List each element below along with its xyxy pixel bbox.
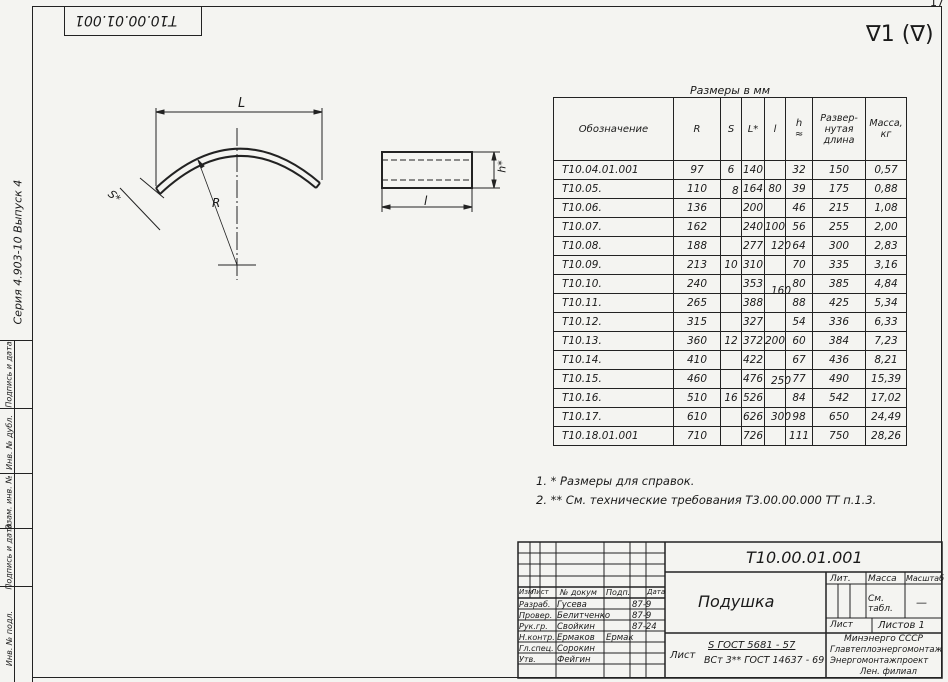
title-name: Подушка xyxy=(698,592,775,611)
dim-L: L xyxy=(238,96,246,111)
table-caption: Размеры в мм xyxy=(690,84,771,97)
tb-header-sign: Подп. xyxy=(606,588,631,597)
title-block-person-field: 87-9 xyxy=(632,611,652,621)
title-block-person-field: 87-9 xyxy=(632,600,652,610)
note-2: 2. ** См. технические требования Т3.00.0… xyxy=(536,493,877,507)
title-block-person-field: Белитченко xyxy=(557,611,611,621)
title-block-person-field: Рук.гр. xyxy=(519,622,548,631)
material-prefix: Лист xyxy=(670,650,696,661)
org-2: Главтеплоэнергомонтаж xyxy=(830,645,943,655)
title-block-person-field: Утв. xyxy=(519,655,536,664)
merged-s-8: 8 xyxy=(732,185,739,197)
side-stamp-columns: Подпись и дата Инв. № дубл. Взам. инв. №… xyxy=(0,340,33,682)
merged-l-120: 120 xyxy=(771,240,792,252)
title-block-person-field: Ермаков xyxy=(557,633,595,643)
material-top: S ГОСТ 5681 - 57 xyxy=(708,640,796,651)
scale-label: Масштаб xyxy=(906,574,945,583)
merged-l-160: 160 xyxy=(771,285,792,297)
dim-R: R xyxy=(212,196,221,210)
page-number: 17 xyxy=(930,0,944,9)
tb-header-doc: № докум xyxy=(560,588,597,597)
note-1: 1. * Размеры для справок. xyxy=(536,474,695,488)
mass-label: Масса xyxy=(868,574,897,584)
tb-header-list: Лист xyxy=(531,588,549,596)
title-block-person-field: Свойкин xyxy=(557,622,595,632)
merged-l-300: 300 xyxy=(771,411,792,423)
title-block-person-field: Провер. xyxy=(519,611,553,620)
material-bottom: ВСт 3** ГОСТ 14637 - 69 xyxy=(704,655,825,666)
dim-l: l xyxy=(424,194,428,208)
title-code: Т10.00.01.001 xyxy=(746,548,863,567)
corner-stamp: Т10.00.01.001 xyxy=(64,6,202,36)
title-block-person-field: Фейгин xyxy=(557,655,591,665)
title-block-person-field: Ермак xyxy=(606,633,634,643)
org-3: Энергомонтажпроект xyxy=(830,656,929,666)
title-block-person-field: Гусева xyxy=(557,600,587,610)
tb-header-date: Дата xyxy=(647,588,666,596)
scale-value: — xyxy=(916,596,927,609)
lit-label: Лит. xyxy=(830,574,851,584)
surface-finish-symbol: ∇1 (∇) xyxy=(866,22,934,47)
title-block-person-field: Сорокин xyxy=(557,644,595,654)
sheet-label: Лист xyxy=(830,620,853,630)
merged-l-250: 250 xyxy=(771,375,792,387)
mass-value: См. табл. xyxy=(868,594,893,614)
title-block-person-field: Гл.спец. xyxy=(519,644,554,653)
org-1: Минэнерго СССР xyxy=(844,634,923,644)
title-block-person-field: Н.контр. xyxy=(519,633,555,642)
title-block-person-field: Разраб. xyxy=(519,600,551,609)
tb-header-izm: Изм xyxy=(519,588,534,596)
title-block-person-field: 87-24 xyxy=(632,622,657,632)
sheets-label: Листов 1 xyxy=(878,620,925,631)
org-4: Лен. филиал xyxy=(860,667,917,677)
